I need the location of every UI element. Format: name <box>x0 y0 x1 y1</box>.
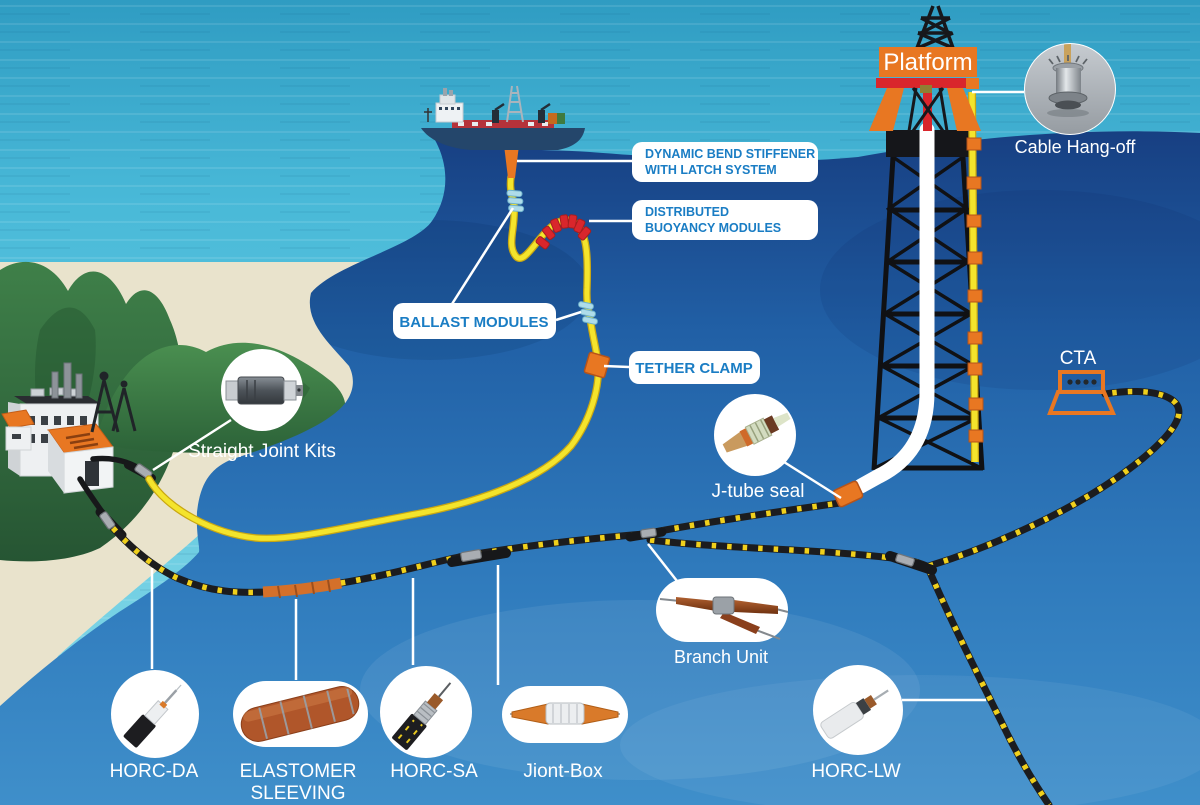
inset-label: J-tube seal <box>712 481 805 502</box>
inset-label: HORC-LW <box>811 761 900 782</box>
hangoff-point <box>920 85 932 93</box>
leader-lines <box>150 90 1024 702</box>
callout-text: DISTRIBUTED <box>645 205 729 219</box>
cta-label: CTA <box>1060 348 1097 369</box>
inset-straight-joint-kits: Straight Joint Kits <box>188 349 336 462</box>
callout-ballast-modules: BALLAST MODULES <box>393 303 556 339</box>
inset-label: Branch Unit <box>674 647 768 667</box>
callout-text: WITH LATCH SYSTEM <box>645 163 777 177</box>
submarine-cable-branch-south <box>925 566 1053 805</box>
inset-horc-lw: HORC-LW <box>811 665 903 782</box>
callout-text: BUOYANCY MODULES <box>645 221 781 235</box>
inset-horc-sa: HORC-SA <box>380 666 478 782</box>
j-tube-pipe <box>853 122 935 494</box>
inset-j-tube-seal: J-tube seal <box>712 394 805 502</box>
tether-clamp <box>583 351 611 379</box>
j-tube-seal-fitting <box>832 480 864 508</box>
factory-illustration <box>1 362 137 494</box>
inset-label: Straight Joint Kits <box>188 441 336 462</box>
callout-distributed-buoyancy: DISTRIBUTED BUOYANCY MODULES <box>632 200 818 240</box>
callout-text: TETHER CLAMP <box>635 360 753 377</box>
platform-illustration: Platform <box>869 5 981 132</box>
inset-label: HORC-SA <box>390 761 478 782</box>
buoyancy-modules <box>535 214 592 250</box>
inset-label: SLEEVING <box>250 783 345 804</box>
yellow-riser-cable <box>145 173 603 543</box>
callout-dynamic-bend-stiffener: DYNAMIC BEND STIFFENER WITH LATCH SYSTEM <box>632 142 818 182</box>
inset-elastomer-sleeving: ELASTOMER SLEEVING <box>233 681 368 804</box>
platform-sign <box>879 47 977 77</box>
inset-branch-unit: Branch Unit <box>656 578 789 667</box>
cargo-ship-illustration <box>421 85 585 178</box>
inset-label: Jiont-Box <box>523 761 603 782</box>
platform-riser-cable <box>966 91 984 463</box>
inset-joint-box: Jiont-Box <box>502 686 628 782</box>
inset-label: ELASTOMER <box>240 761 357 782</box>
platform-sign-label: Platform <box>883 49 972 76</box>
inset-horc-da: HORC-DA <box>110 670 199 782</box>
bend-stiffener <box>504 145 519 178</box>
inset-label: HORC-DA <box>110 761 199 782</box>
submarine-cable-branch-cta <box>925 387 1183 570</box>
callout-tether-clamp: TETHER CLAMP <box>629 351 760 384</box>
inset-cable-hangoff: Cable Hang-off <box>1015 43 1137 157</box>
elastomer-sleeve-on-cable <box>262 577 343 599</box>
callout-text: BALLAST MODULES <box>399 314 548 331</box>
callout-text: DYNAMIC BEND STIFFENER <box>645 147 815 161</box>
cta-icon <box>1047 370 1117 415</box>
inset-label: Cable Hang-off <box>1015 137 1137 157</box>
cable-joints <box>99 463 937 575</box>
